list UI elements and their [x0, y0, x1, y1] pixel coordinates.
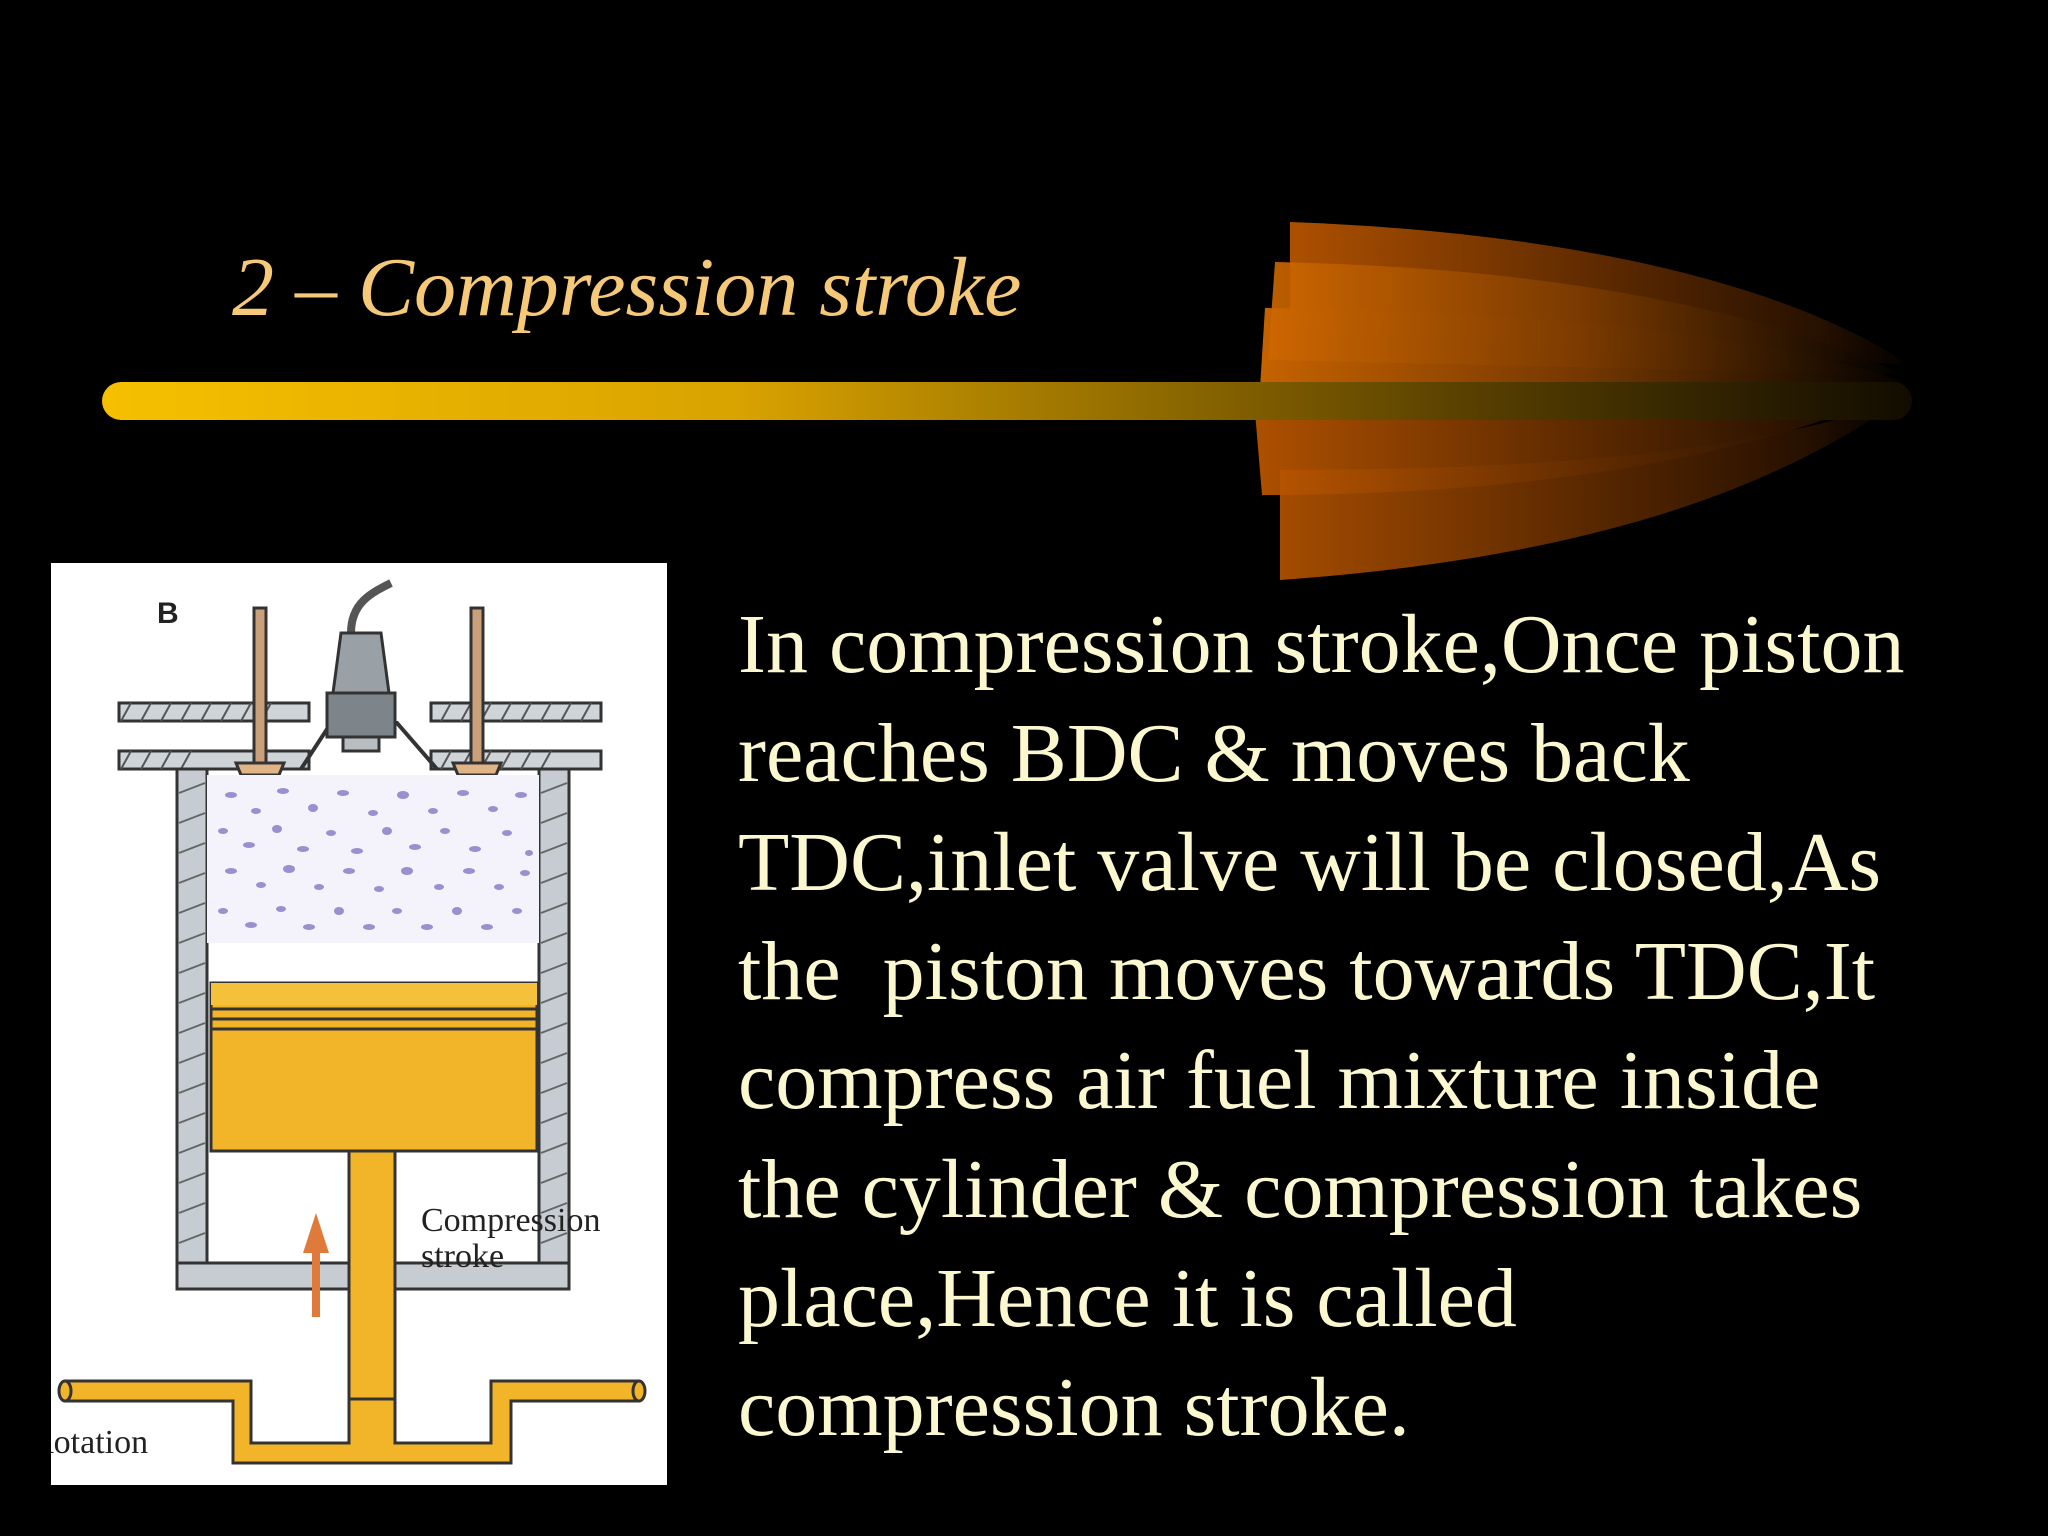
stroke-label-line1: Compression [421, 1202, 600, 1239]
body-line: reaches BDC & moves back [738, 707, 1690, 800]
rotation-label: Rotation [51, 1424, 148, 1461]
slide-title: 2 – Compression stroke [232, 241, 1022, 334]
exhaust-valve [450, 606, 504, 777]
engine-diagram: B [51, 563, 667, 1485]
connecting-rod [347, 1149, 397, 1401]
air-fuel-mixture [207, 775, 539, 943]
body-line: compression stroke. [738, 1361, 1410, 1454]
body-line: the piston moves towards TDC,It [738, 925, 1876, 1018]
body-paragraph: In compression stroke,Once piston reache… [738, 590, 2028, 1462]
body-line: TDC,inlet valve will be closed,As [738, 816, 1882, 909]
mixture-particles [218, 788, 533, 930]
crankshaft [57, 1379, 647, 1465]
upward-arrow-icon [303, 1213, 329, 1317]
panel-letter: B [157, 597, 179, 630]
spark-plug [325, 579, 397, 753]
ray-bottom [1280, 400, 1900, 580]
body-line: the cylinder & compression takes [738, 1143, 1863, 1236]
piston [209, 981, 539, 1153]
stroke-label-line2: stroke [421, 1238, 504, 1275]
body-line: compress air fuel mixture inside [738, 1034, 1821, 1127]
body-line: place,Hence it is called [738, 1252, 1517, 1345]
title-bar [102, 382, 1912, 420]
body-line: In compression stroke,Once piston [738, 598, 1905, 691]
